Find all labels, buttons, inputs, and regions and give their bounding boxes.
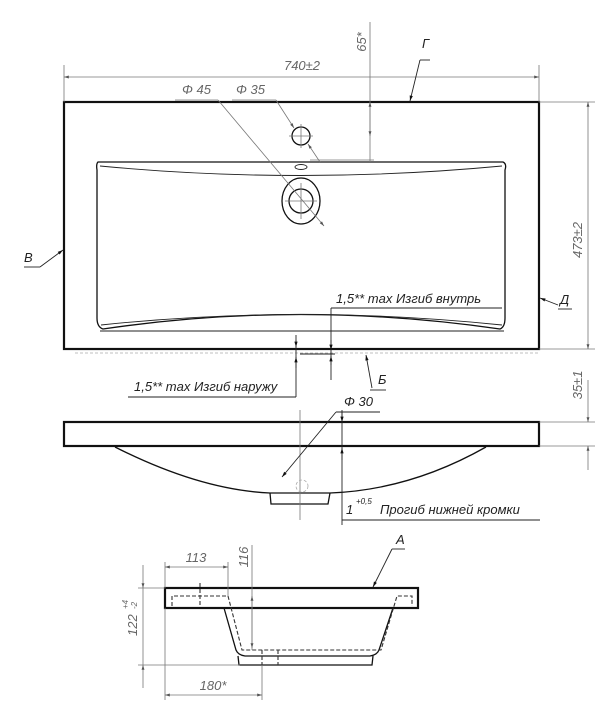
bend-outward-note: 1,5** max Изгиб наружу (134, 379, 279, 394)
thickness-dimension: 35±1 (570, 371, 585, 400)
overflow-offset-dimension: 65* (354, 31, 369, 51)
bend-inward-note: 1,5** max Изгиб внутрь (336, 291, 481, 306)
section-basin (223, 607, 394, 657)
basin-rim-curve (99, 165, 503, 176)
dimension-113: 113 (186, 550, 207, 565)
bowl-profile (114, 446, 487, 494)
deflection-tolerance: +0,5 (356, 497, 372, 506)
section-view: 113 116 122 +4 -2 180* А (121, 532, 420, 700)
dimension-height: 122 (125, 614, 140, 636)
overflow-diameter: Φ 35 (236, 82, 266, 97)
view-label-g: Г (422, 36, 430, 51)
section-top (163, 586, 420, 610)
dimension-180: 180* (200, 678, 228, 693)
drain-spigot (269, 492, 331, 505)
view-label-v: В (24, 250, 33, 265)
depth-dimension: 473±2 (570, 221, 585, 258)
hole-diameter: Φ 30 (344, 394, 374, 409)
dimension-height-tol-upper: +4 (121, 599, 130, 609)
view-label-b: Б (378, 372, 387, 387)
top-view: 740±2 65* Г Φ 45 Φ 35 473±2 В Д 1,5** ma… (24, 22, 595, 398)
countertop-edge (62, 420, 541, 448)
view-label-d: Д (558, 292, 569, 307)
dimension-116: 116 (236, 546, 251, 567)
width-dimension: 740±2 (284, 58, 321, 73)
deflection-note: Прогиб нижней кромки (380, 502, 520, 517)
drain-diameter: Φ 45 (182, 82, 212, 97)
view-label-a: А (395, 532, 405, 547)
deflection-value: 1 (346, 502, 353, 517)
side-view: 35±1 Φ 30 1 +0,5 Прогиб нижней кромки (62, 371, 595, 525)
drain-hole (281, 177, 321, 225)
sink-outline (62, 100, 541, 351)
dimension-height-tol-lower: -2 (130, 601, 139, 609)
